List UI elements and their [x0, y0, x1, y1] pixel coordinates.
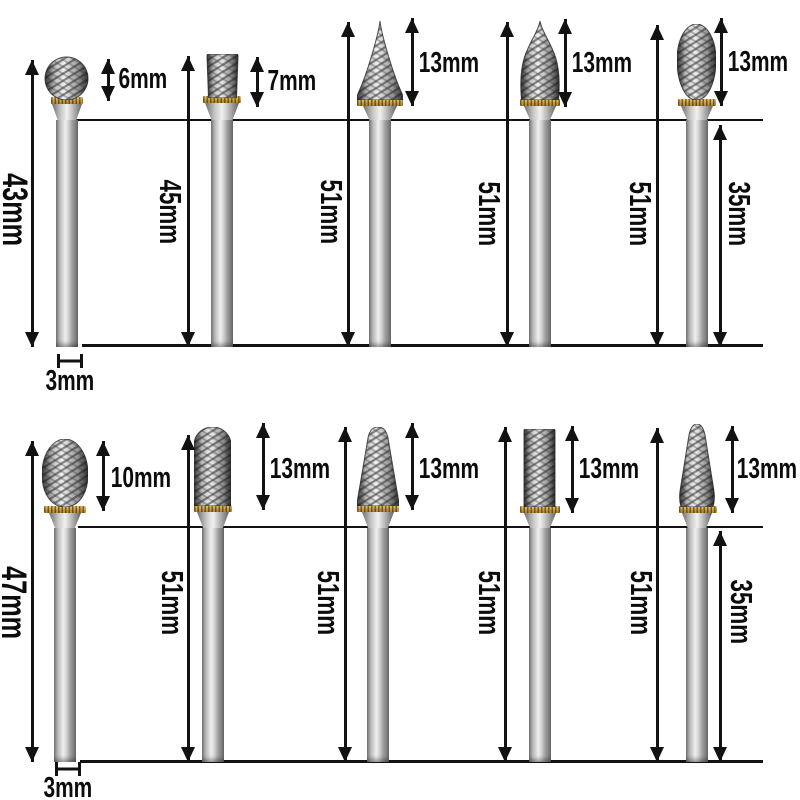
- dim-label-total-bit1: 43mm: [0, 173, 34, 247]
- dim-label-head-bit10: 13mm: [736, 452, 798, 485]
- bit10-shank: [686, 528, 708, 762]
- bit2-collar: [205, 103, 239, 120]
- bit1-gold-band: [51, 97, 83, 104]
- bit6-gold-band: [44, 506, 86, 513]
- dim-arrow-head-bit3: [404, 18, 420, 106]
- bit3-collar: [363, 106, 397, 120]
- dim-arrow-head-bit1: [100, 59, 116, 101]
- bit3-gold-band: [357, 99, 403, 106]
- bit7-shank: [202, 528, 224, 762]
- bit6-shank: [54, 528, 76, 762]
- bit7-gold-band: [194, 505, 232, 512]
- dim-arrow-total-bit3: [340, 22, 356, 347]
- dim-arrow-shank-bit5: [712, 125, 728, 347]
- dim-label-head-bit8: 13mm: [418, 452, 480, 485]
- dim-arrow-head-bit4: [557, 19, 573, 107]
- dim-arrow-head-bit5: [713, 18, 729, 106]
- bit4-gold-band: [520, 99, 560, 106]
- dim-label-total-bit10: 51mm: [624, 570, 659, 636]
- dim-arrow-head-bit9: [564, 426, 580, 513]
- bit8-collar: [362, 512, 394, 528]
- bottom-neck-line: [78, 526, 763, 528]
- bit2-shank: [211, 120, 233, 347]
- dim-label-head-bit1: 6mm: [118, 62, 168, 95]
- dim-label-total-bit5: 51mm: [623, 181, 658, 247]
- dim-label-head-bit2: 7mm: [267, 64, 317, 97]
- dim-label-shank-bit5: 35mm: [722, 181, 757, 247]
- bit2-gold-band: [203, 96, 241, 103]
- dim-arrow-total-bit6: [24, 441, 40, 762]
- dim-label-total-bit3: 51mm: [314, 179, 349, 245]
- bit6-collar: [49, 513, 81, 528]
- shank-dia-label-top: 3mm: [45, 364, 95, 397]
- dim-label-total-bit8: 51mm: [311, 570, 346, 636]
- bit8-shank: [367, 528, 389, 762]
- dim-arrow-total-bit7: [180, 435, 196, 762]
- dim-label-total-bit9: 51mm: [472, 570, 507, 636]
- dim-arrow-head-bit7: [255, 423, 271, 510]
- shank-dia-bracket-bottom: [55, 762, 81, 776]
- bit3-shank: [369, 120, 391, 347]
- dim-label-head-bit5: 13mm: [727, 45, 789, 78]
- bit7-collar: [197, 512, 229, 528]
- dim-label-head-bit9: 13mm: [578, 452, 640, 485]
- dim-label-shank-bit10: 35mm: [724, 579, 759, 645]
- bit1-collar: [52, 104, 82, 120]
- top-base-line: [82, 344, 763, 347]
- dim-label-total-bit7: 51mm: [155, 570, 190, 636]
- dim-arrow-head-bit2: [249, 57, 265, 107]
- dim-arrow-head-bit8: [404, 423, 420, 510]
- bit5-shank: [686, 120, 708, 347]
- bit10-gold-band: [679, 506, 717, 513]
- dim-arrow-head-bit6: [95, 441, 111, 511]
- bit9-collar: [524, 513, 556, 528]
- bit1-shank: [56, 120, 78, 347]
- dim-arrow-head-bit10: [724, 426, 740, 513]
- bit5-collar: [681, 106, 713, 120]
- bit8-gold-band: [357, 505, 399, 512]
- dim-label-head-bit4: 13mm: [571, 46, 633, 79]
- bit4-shank: [529, 120, 551, 347]
- dim-arrow-total-bit2: [180, 56, 196, 347]
- dim-arrow-total-bit9: [497, 427, 513, 762]
- bottom-base-line: [80, 760, 763, 763]
- dim-label-head-bit6: 10mm: [110, 461, 172, 494]
- shank-dia-label-bottom: 3mm: [43, 771, 93, 800]
- shank-dia-bracket-top: [57, 354, 83, 368]
- dim-label-total-bit4: 51mm: [472, 181, 507, 247]
- bit4-collar: [524, 106, 556, 120]
- dim-arrow-total-bit4: [499, 22, 515, 347]
- dim-arrow-total-bit1: [24, 60, 40, 347]
- dim-label-total-bit6: 47mm: [0, 566, 33, 640]
- top-neck-line: [70, 119, 763, 121]
- bit10-collar: [682, 513, 712, 528]
- bit9-gold-band: [520, 506, 560, 513]
- dim-label-head-bit7: 13mm: [269, 452, 331, 485]
- bit9-shank: [529, 528, 551, 762]
- dim-label-total-bit2: 45mm: [153, 179, 188, 245]
- dim-arrow-total-bit8: [337, 427, 353, 762]
- dim-arrow-total-bit5: [649, 25, 665, 347]
- dim-arrow-shank-bit10: [712, 531, 728, 762]
- dim-arrow-total-bit10: [649, 428, 665, 762]
- dim-label-head-bit3: 13mm: [418, 46, 480, 79]
- bit5-gold-band: [678, 99, 716, 106]
